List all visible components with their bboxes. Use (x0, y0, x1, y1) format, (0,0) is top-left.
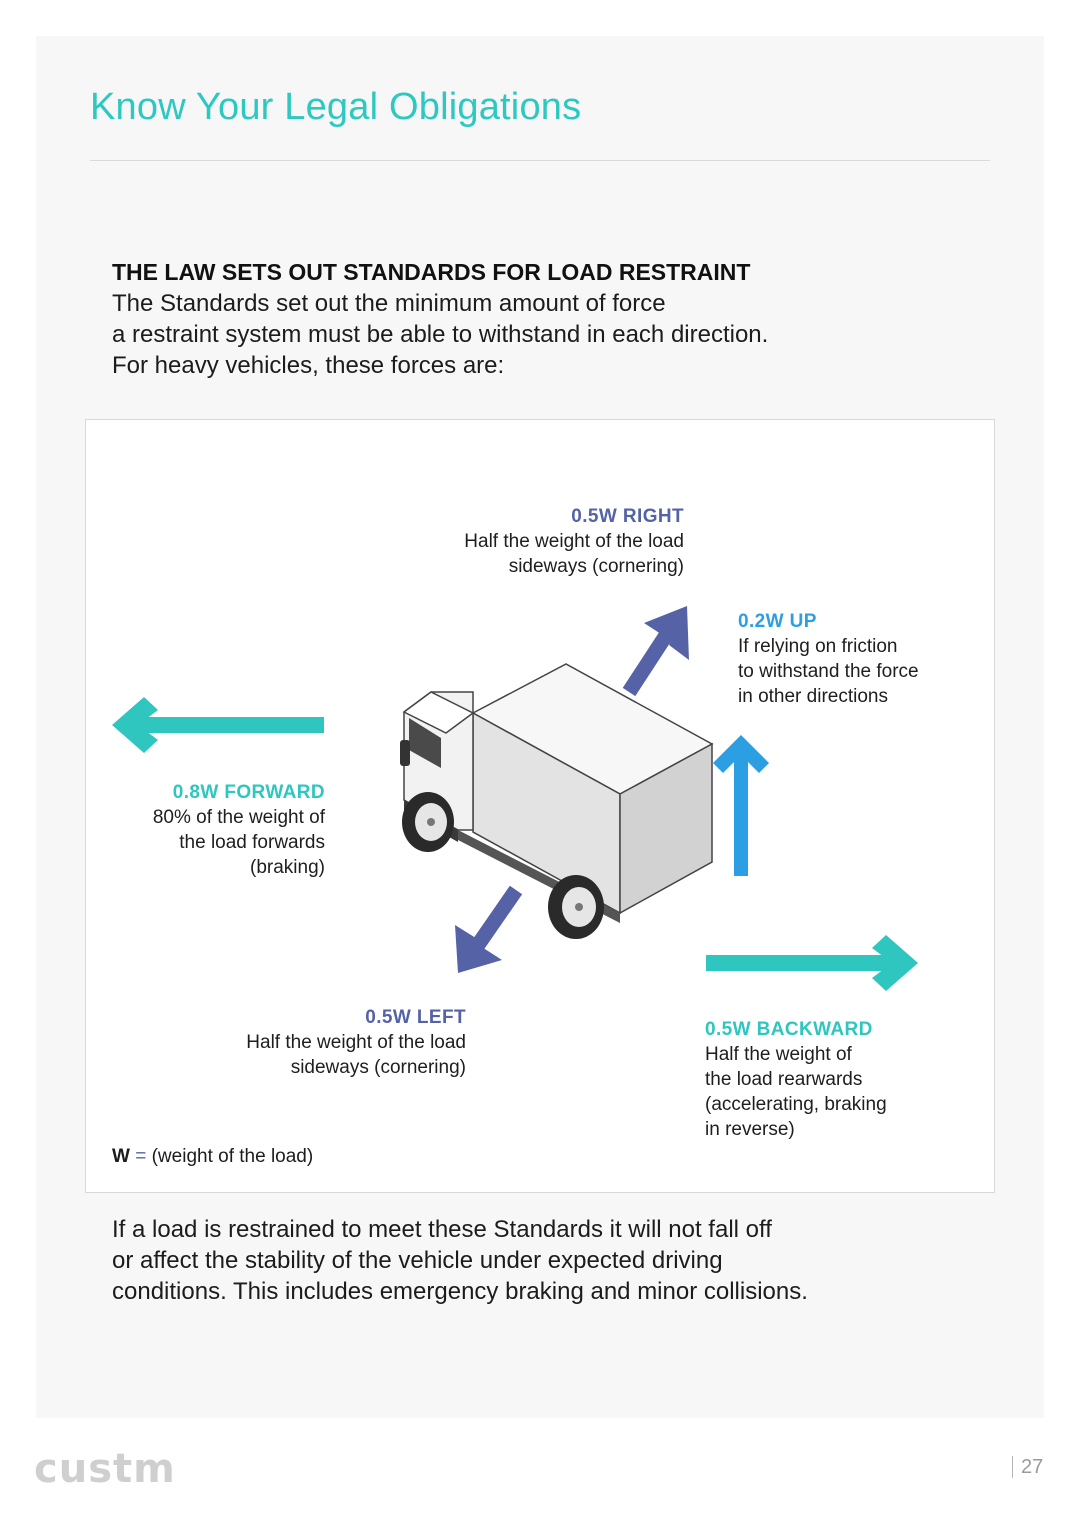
outro-line: or affect the stability of the vehicle u… (112, 1247, 723, 1274)
forward-arrow-icon (112, 697, 324, 753)
force-label-right: 0.5W RIGHT Half the weight of the load s… (464, 504, 684, 579)
intro-paragraph: The Standards set out the minimum amount… (112, 288, 768, 381)
force-label-left: 0.5W LEFT Half the weight of the load si… (246, 1005, 466, 1080)
load-force-diagram: 0.5W RIGHT Half the weight of the load s… (85, 419, 995, 1193)
force-text-line: the load forwards (179, 832, 325, 853)
page-title: Know Your Legal Obligations (90, 86, 582, 128)
force-text-line: in reverse) (705, 1119, 795, 1140)
force-text-line: Half the weight of the load (246, 1032, 466, 1053)
page-number: 27 (1012, 1456, 1043, 1478)
outro-line: If a load is restrained to meet these St… (112, 1216, 772, 1243)
front-wheel (402, 792, 454, 852)
force-label-forward: 0.8W FORWARD 80% of the weight of the lo… (153, 780, 325, 880)
force-text-line: Half the weight of the load (464, 531, 684, 552)
left-arrow-icon (455, 885, 523, 973)
intro-line: The Standards set out the minimum amount… (112, 290, 666, 317)
truck-illustration (112, 606, 918, 991)
force-heading-left: 0.5W LEFT (365, 1007, 466, 1028)
brand-logo: custm (34, 1446, 176, 1492)
force-heading-forward: 0.8W FORWARD (172, 782, 325, 803)
force-heading-up: 0.2W UP (738, 611, 817, 632)
rear-wheel (548, 875, 604, 939)
force-text-line: sideways (cornering) (290, 1057, 466, 1078)
outro-paragraph: If a load is restrained to meet these St… (112, 1214, 808, 1307)
legend-symbol: W (112, 1146, 130, 1167)
title-divider (90, 160, 990, 161)
force-text-line: to withstand the force (738, 661, 919, 682)
up-arrow-icon (713, 735, 769, 876)
legend-equals: = (135, 1146, 147, 1167)
force-heading-backward: 0.5W BACKWARD (705, 1019, 873, 1040)
force-heading-right: 0.5W RIGHT (571, 506, 684, 527)
section-heading: THE LAW SETS OUT STANDARDS FOR LOAD REST… (112, 259, 751, 285)
force-text-line: in other directions (738, 686, 888, 707)
force-text-line: (braking) (250, 857, 325, 878)
truck-icon (400, 663, 714, 939)
weight-legend: W = (weight of the load) (112, 1146, 313, 1168)
force-text-line: the load rearwards (705, 1069, 863, 1090)
backward-arrow-icon (706, 935, 918, 991)
intro-line: For heavy vehicles, these forces are: (112, 352, 505, 379)
force-text-line: Half the weight of (705, 1044, 852, 1065)
legend-text: (weight of the load) (151, 1146, 314, 1167)
force-text-line: 80% of the weight of (152, 807, 325, 828)
outro-line: conditions. This includes emergency brak… (112, 1278, 808, 1305)
force-text-line: (accelerating, braking (705, 1094, 887, 1115)
force-text-line: sideways (cornering) (508, 556, 684, 577)
right-arrow-icon (622, 606, 689, 697)
intro-line: a restraint system must be able to withs… (112, 321, 769, 348)
force-label-backward: 0.5W BACKWARD Half the weight of the loa… (705, 1017, 887, 1142)
force-label-up: 0.2W UP If relying on friction to withst… (738, 609, 919, 709)
force-text-line: If relying on friction (738, 636, 898, 657)
